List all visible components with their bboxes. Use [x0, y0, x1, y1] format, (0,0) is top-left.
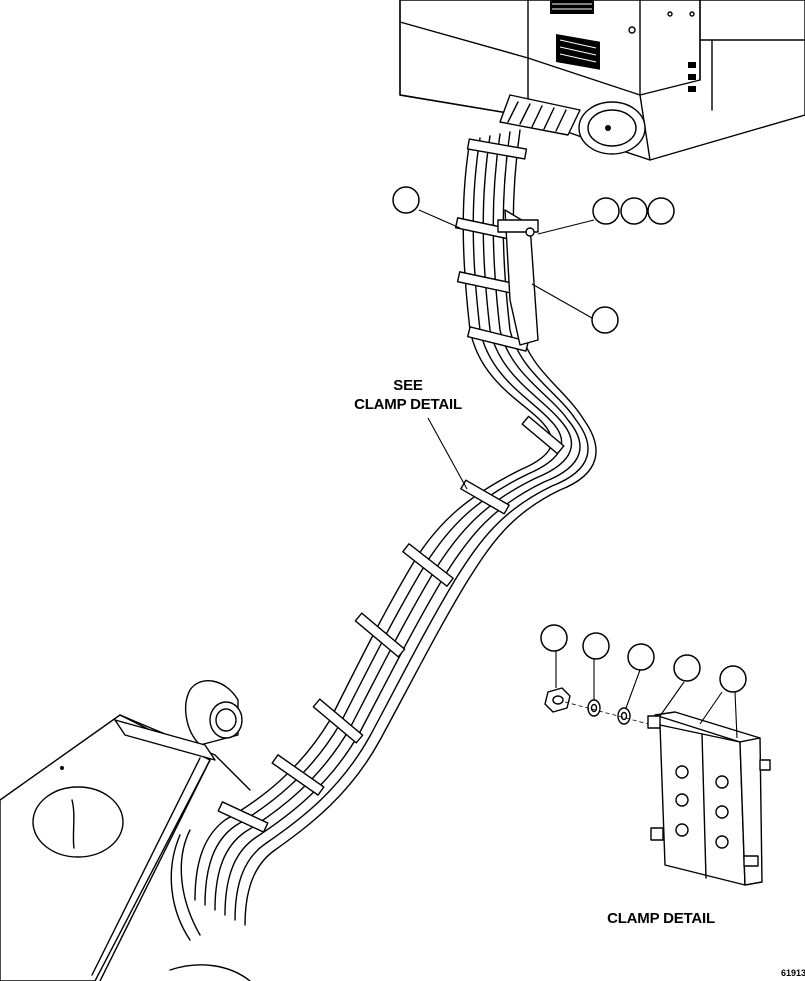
- balloon-stud: [673, 654, 701, 682]
- flat-washer: [617, 707, 631, 725]
- fan-housing: [578, 101, 646, 155]
- callout-balloons: [392, 186, 747, 693]
- vent-grille-upper: [550, 0, 594, 14]
- lockwasher: [587, 699, 601, 717]
- nut: [544, 687, 571, 713]
- balloon-bracket-1: [592, 197, 620, 225]
- leader-lines: [418, 209, 738, 739]
- see-clamp-detail-line2: CLAMP DETAIL: [354, 396, 462, 413]
- balloon-bracket-2: [620, 197, 648, 225]
- balloon-bracket-3: [647, 197, 675, 225]
- drawing-number: 61913: [781, 968, 805, 978]
- see-clamp-detail-line1: SEE: [393, 377, 423, 394]
- connector-panel: [499, 94, 581, 136]
- balloon-nut: [540, 624, 568, 652]
- support-bracket: [497, 209, 539, 346]
- balloon-clamp-block: [719, 665, 747, 693]
- access-cover: [32, 786, 124, 858]
- balloon-harness-clamp: [392, 186, 420, 214]
- lower-machine-body: [0, 680, 251, 981]
- clamp-detail-title: CLAMP DETAIL: [607, 910, 715, 927]
- clamp-detail-inset: [544, 687, 771, 886]
- balloon-lockwasher: [582, 632, 610, 660]
- balloon-flatwasher: [627, 643, 655, 671]
- cable-harness: [194, 129, 597, 926]
- equipment-cabinet: [399, 0, 805, 161]
- vent-grille-lower: [556, 34, 600, 70]
- balloon-support: [591, 306, 619, 334]
- harness-clamps: [217, 138, 565, 833]
- clamp-block: [647, 711, 771, 886]
- swivel-mount: [114, 680, 243, 761]
